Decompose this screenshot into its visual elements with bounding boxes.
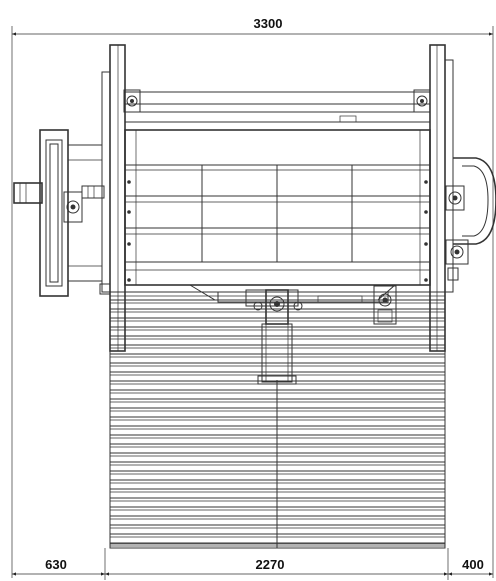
lower-actuators	[189, 284, 397, 385]
top-cross-bars	[124, 91, 431, 131]
floor-grating	[109, 291, 446, 549]
right-bracket-assembly	[445, 157, 496, 281]
main-width-label: 2270	[256, 557, 285, 572]
left-side-plate	[101, 44, 126, 352]
right-side-plate	[429, 44, 454, 352]
left-drive-assembly	[13, 129, 111, 297]
main-drum	[124, 129, 431, 286]
bottom-dimensions: 630 2270 400	[12, 548, 493, 580]
right-offset-label: 400	[462, 557, 484, 572]
left-offset-label: 630	[45, 557, 67, 572]
overall-width-label: 3300	[254, 16, 283, 31]
top-left-bearing	[123, 89, 141, 113]
overall-width-dimension: 3300	[11, 16, 494, 578]
bolt-marks	[127, 180, 428, 282]
top-right-bearing	[413, 89, 431, 113]
